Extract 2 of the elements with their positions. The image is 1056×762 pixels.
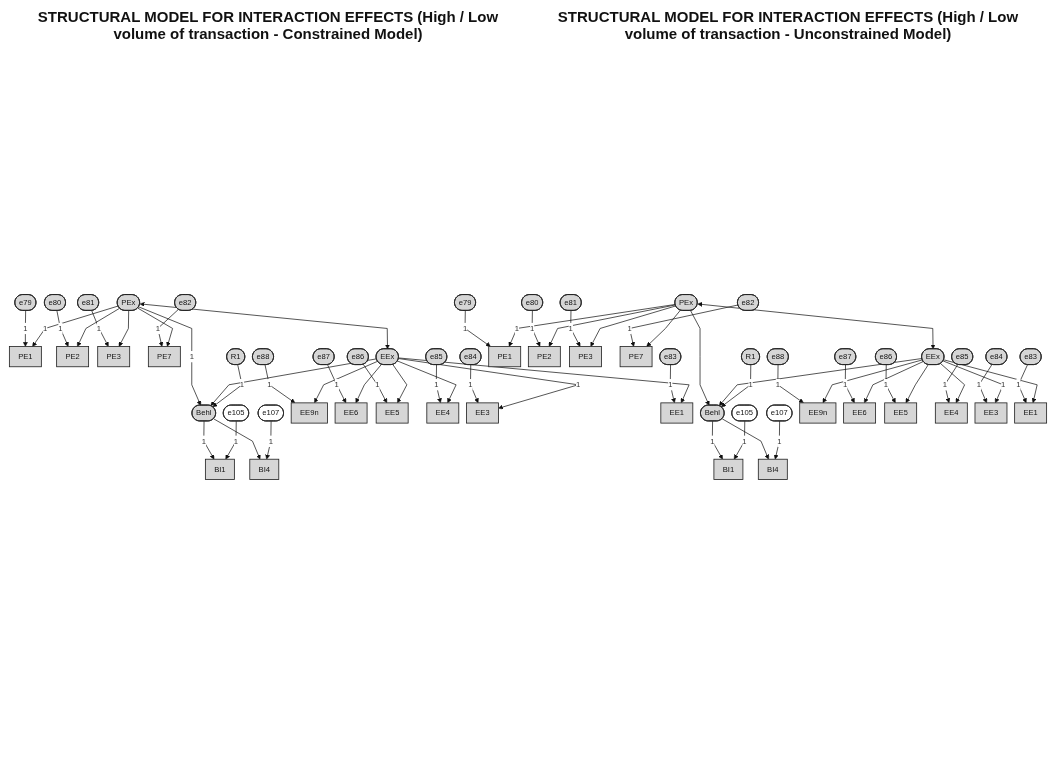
diagram-title: STRUCTURAL MODEL FOR INTERACTION EFFECTS (High / Low volume of transaction - Constrained Model) <box>36 8 500 42</box>
panel-heading: STRUCTURAL MODEL FOR INTERACTION EFFECTS (High / Low volume of transaction - Unconstrained Model) <box>556 8 1020 42</box>
